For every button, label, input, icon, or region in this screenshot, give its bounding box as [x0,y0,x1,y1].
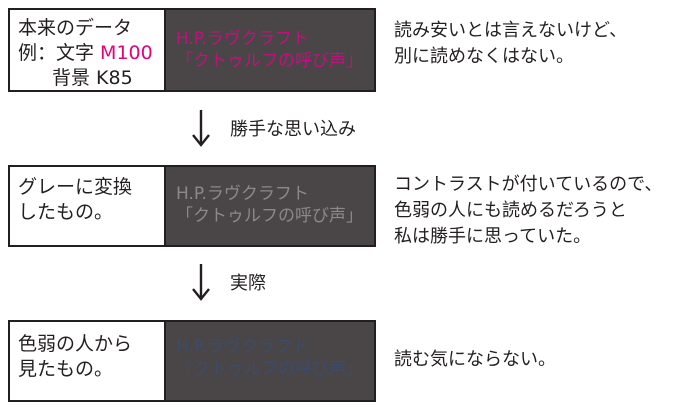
label-line: 背景 K85 [52,67,133,89]
sample-author: H.P.ラヴクラフト [176,184,309,204]
note-line: 別に読めなくはない。 [394,46,574,67]
label-line: 例：文字 M100 [18,42,153,64]
note-color-blind: 読む気にならない。 [394,347,556,373]
sample-text-gray: H.P.ラヴクラフト 「クトゥルフの呼び声」 [166,167,374,245]
down-arrow-icon [192,110,210,147]
magenta-value: M100 [100,42,153,64]
label-line: 見たもの。 [18,358,114,380]
color-blind-label: 色弱の人から 見たもの。 [10,322,166,400]
note-line: 私は勝手に思っていた。 [394,226,592,247]
note-line: 色弱の人にも読めるだろうと [394,200,627,221]
arrow-label: 実際 [230,273,266,294]
label-line: したもの。 [18,201,114,223]
note-line: 読む気にならない。 [394,349,556,370]
grayscale-label: グレーに変換 したもの。 [10,167,166,245]
label-line: 色弱の人から [18,333,133,355]
down-arrow-icon [192,264,210,301]
arrow-label: 勝手な思い込み [230,119,356,140]
sample-title: 「クトゥルフの呼び声」 [176,206,363,226]
original-data-label: 本来のデータ 例：文字 M100 背景 K85 [10,10,166,90]
sample-author: H.P.ラヴクラフト [176,29,309,49]
label-line: 本来のデータ [18,17,133,39]
note-original: 読み安いとは言えないけど、 別に読めなくはない。 [394,18,627,70]
grayscale-row: グレーに変換 したもの。 H.P.ラヴクラフト 「クトゥルフの呼び声」 [8,165,376,247]
sample-author: H.P.ラヴクラフト [176,337,309,357]
note-line: コントラストが付いているので、 [394,174,663,195]
sample-text-magenta: H.P.ラヴクラフト 「クトゥルフの呼び声」 [166,10,374,90]
sample-text-colorblind: H.P.ラヴクラフト 「クトゥルフの呼び声」 [166,322,374,400]
sample-title: 「クトゥルフの呼び声」 [176,51,363,71]
note-line: 読み安いとは言えないけど、 [394,20,628,41]
label-line: グレーに変換 [18,176,133,198]
color-blind-row: 色弱の人から 見たもの。 H.P.ラヴクラフト 「クトゥルフの呼び声」 [8,320,376,402]
original-data-row: 本来のデータ 例：文字 M100 背景 K85 H.P.ラヴクラフト 「クトゥル… [8,8,376,92]
note-grayscale: コントラストが付いているので、 色弱の人にも読めるだろうと 私は勝手に思っていた… [394,172,662,250]
sample-title: 「クトゥルフの呼び声」 [176,359,363,379]
arrow-reality: 実際 [190,262,266,302]
arrow-assumption: 勝手な思い込み [190,108,356,148]
